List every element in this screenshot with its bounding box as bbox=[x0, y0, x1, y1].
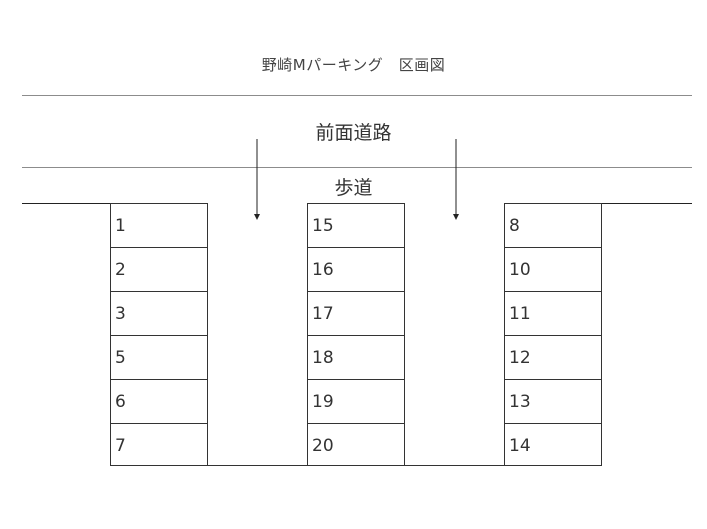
road-top-line bbox=[22, 95, 692, 96]
slot-number: 7 bbox=[115, 436, 126, 456]
diagram-title: 野崎Mパーキング 区画図 bbox=[261, 56, 446, 74]
slot-number: 14 bbox=[509, 436, 531, 456]
slot-number: 6 bbox=[115, 391, 126, 412]
aisle-bottom-right bbox=[404, 465, 505, 466]
slot-number: 10 bbox=[509, 259, 531, 280]
sidewalk-label: 歩道 bbox=[334, 177, 373, 199]
parking-slot: 7 bbox=[111, 424, 207, 468]
lot-edge-left bbox=[22, 203, 110, 204]
parking-slot: 18 bbox=[308, 336, 404, 380]
slot-number: 19 bbox=[312, 391, 334, 412]
slot-number: 1 bbox=[115, 215, 126, 236]
parking-slot: 13 bbox=[505, 380, 601, 424]
lot-edge-right bbox=[602, 203, 692, 204]
slot-number: 11 bbox=[509, 303, 531, 324]
parking-slot: 5 bbox=[111, 336, 207, 380]
parking-slot: 11 bbox=[505, 292, 601, 336]
parking-column-left: 1 2 3 5 6 7 bbox=[110, 203, 208, 466]
slot-number: 5 bbox=[115, 347, 126, 368]
parking-slot: 20 bbox=[308, 424, 404, 468]
slot-number: 8 bbox=[509, 215, 520, 236]
parking-slot: 15 bbox=[308, 204, 404, 248]
entry-arrow-right-icon bbox=[450, 139, 462, 221]
slot-number: 15 bbox=[312, 215, 334, 236]
parking-slot: 6 bbox=[111, 380, 207, 424]
parking-slot: 12 bbox=[505, 336, 601, 380]
road-label: 前面道路 bbox=[315, 122, 392, 144]
parking-slot: 8 bbox=[505, 204, 601, 248]
parking-slot: 1 bbox=[111, 204, 207, 248]
parking-column-right: 8 10 11 12 13 14 bbox=[504, 203, 602, 466]
parking-slot: 10 bbox=[505, 248, 601, 292]
aisle-bottom-left bbox=[207, 465, 308, 466]
road-bottom-line bbox=[22, 167, 692, 168]
parking-slot: 2 bbox=[111, 248, 207, 292]
parking-slot: 16 bbox=[308, 248, 404, 292]
slot-number: 17 bbox=[312, 303, 334, 324]
slot-number: 3 bbox=[115, 303, 126, 324]
entry-arrow-left-icon bbox=[251, 139, 263, 221]
slot-number: 18 bbox=[312, 347, 334, 368]
slot-number: 12 bbox=[509, 347, 531, 368]
slot-number: 20 bbox=[312, 436, 334, 456]
slot-number: 16 bbox=[312, 259, 334, 280]
parking-column-middle: 15 16 17 18 19 20 bbox=[307, 203, 405, 466]
slot-number: 13 bbox=[509, 391, 531, 412]
slot-number: 2 bbox=[115, 259, 126, 280]
parking-slot: 19 bbox=[308, 380, 404, 424]
parking-slot: 14 bbox=[505, 424, 601, 468]
parking-slot: 17 bbox=[308, 292, 404, 336]
parking-slot: 3 bbox=[111, 292, 207, 336]
